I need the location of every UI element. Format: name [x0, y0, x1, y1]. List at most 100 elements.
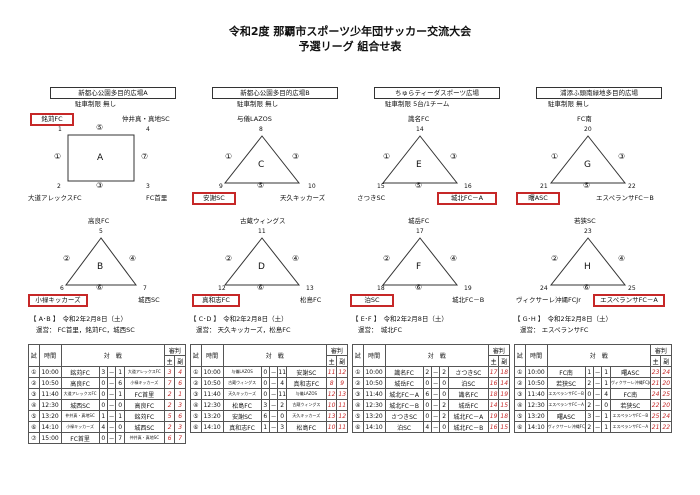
table-cell: 11: [336, 399, 348, 411]
table-cell: －: [106, 377, 117, 389]
table-cell: 10:00: [524, 366, 548, 378]
table-cell: 6: [260, 410, 270, 422]
table-header: 対 戦: [546, 344, 651, 367]
team-number: 11: [258, 228, 266, 235]
table-cell: 2: [439, 410, 449, 422]
table-cell: 小禄キッカーズ: [123, 377, 165, 389]
table-cell: 22: [660, 421, 672, 433]
group-letter: D: [258, 262, 265, 272]
table-cell: 9: [336, 377, 348, 389]
table-cell: 0: [260, 377, 270, 389]
table-header: 審判: [649, 344, 673, 356]
page-subtitle: 予選リーグ 組合せ表: [298, 40, 402, 53]
team-fc-minami: FC南: [577, 115, 592, 123]
group-letter: H: [584, 262, 591, 272]
table-cell: 城北FC－A: [384, 388, 424, 400]
info-ab-date: 【 A･B 】 令和2年2月8日（土）: [30, 315, 127, 323]
table-cell: 3: [584, 410, 594, 422]
table-cell: ヴィクサーレ沖縄FCJr: [609, 377, 651, 389]
table-cell: 2: [422, 366, 432, 378]
table-cell: 1: [174, 388, 186, 400]
table-cell: ②: [190, 377, 202, 389]
table-cell: 11:40: [200, 388, 224, 400]
table-cell: 12:30: [524, 399, 548, 411]
table-cell: ④: [352, 399, 364, 411]
table-cell: ⑥: [352, 421, 364, 433]
match-marker: ②: [551, 254, 559, 263]
table-cell: 18: [498, 366, 510, 378]
table-cell: FC首里: [60, 432, 100, 444]
table-cell: 2: [163, 399, 176, 411]
team-number: 3: [146, 183, 150, 190]
table-header: 対 戦: [384, 344, 489, 367]
table-cell: 4: [422, 421, 432, 433]
table-cell: 11:40: [38, 388, 62, 400]
table-header: 副: [498, 355, 510, 367]
table-cell: 1: [601, 410, 611, 422]
match-marker: ⑤: [96, 123, 104, 132]
table-cell: 若狭SC: [609, 399, 651, 411]
table-cell: 3: [98, 366, 108, 378]
match-marker: ④: [129, 254, 137, 263]
table-cell: 0: [439, 388, 449, 400]
table-cell: ②: [28, 377, 40, 389]
table-header: 時間: [524, 344, 548, 367]
table-cell: ⑦: [28, 432, 40, 444]
match-marker: ④: [618, 254, 626, 263]
table-cell: 城北FC－B: [447, 421, 489, 433]
table-cell: ⑤: [190, 410, 202, 422]
table-cell: 1: [98, 410, 108, 422]
table-header: 副: [336, 355, 348, 367]
table-cell: 銘苅FC: [60, 366, 100, 378]
table-cell: 松島FC: [222, 399, 262, 411]
table-cell: ②: [514, 377, 526, 389]
table-cell: 12: [336, 366, 348, 378]
table-cell: 0: [260, 388, 270, 400]
table-cell: 0: [439, 377, 449, 389]
table-cell: 0: [277, 410, 287, 422]
table-cell: ⑤: [514, 410, 526, 422]
table-cell: エスペランサFC－A: [546, 399, 586, 411]
team-number: 20: [584, 126, 592, 133]
table-cell: FC首里: [123, 388, 165, 400]
table-cell: 曙ASC: [609, 366, 651, 378]
table-cell: 古蔵ウィングス: [285, 399, 327, 411]
team-johoku-fc-a: 城北FC－A: [437, 192, 497, 205]
table-cell: 7: [115, 432, 125, 444]
table-cell: 19: [498, 388, 510, 400]
table-header: 試: [514, 344, 526, 367]
table-cell: 10:50: [524, 377, 548, 389]
table-cell: 安謝SC: [285, 366, 327, 378]
team-number: 21: [540, 183, 548, 190]
table-cell: 19: [487, 410, 500, 422]
table-cell: 18: [487, 388, 500, 400]
table-cell: －: [430, 388, 441, 400]
match-marker: ④: [292, 254, 300, 263]
table-cell: －: [430, 366, 441, 378]
table-cell: 13:20: [38, 410, 62, 422]
table-cell: 20: [660, 377, 672, 389]
table-cell: さつきSC: [447, 366, 489, 378]
table-cell: 5: [163, 410, 176, 422]
table-cell: 1: [260, 421, 270, 433]
table-cell: 小禄キッカーズ: [60, 421, 100, 433]
table-cell: 10:50: [362, 377, 386, 389]
table-cell: 23: [649, 366, 662, 378]
table-header: 時間: [200, 344, 224, 367]
group-e-triangle: [381, 135, 459, 184]
match-marker: ③: [450, 152, 458, 161]
team-shikina-fc: 識名FC: [408, 115, 430, 123]
table-cell: 与儀LAZOS: [222, 366, 262, 378]
table-header-row: 試時間対 戦審判: [352, 344, 511, 367]
venue-a-note: 駐車制限 無し: [75, 100, 117, 108]
team-number: 17: [416, 228, 424, 235]
table-cell: 1: [115, 410, 125, 422]
table-cell: 14:10: [362, 421, 386, 433]
table-header: 対 戦: [60, 344, 165, 367]
table-cell: 曙ASC: [546, 410, 586, 422]
